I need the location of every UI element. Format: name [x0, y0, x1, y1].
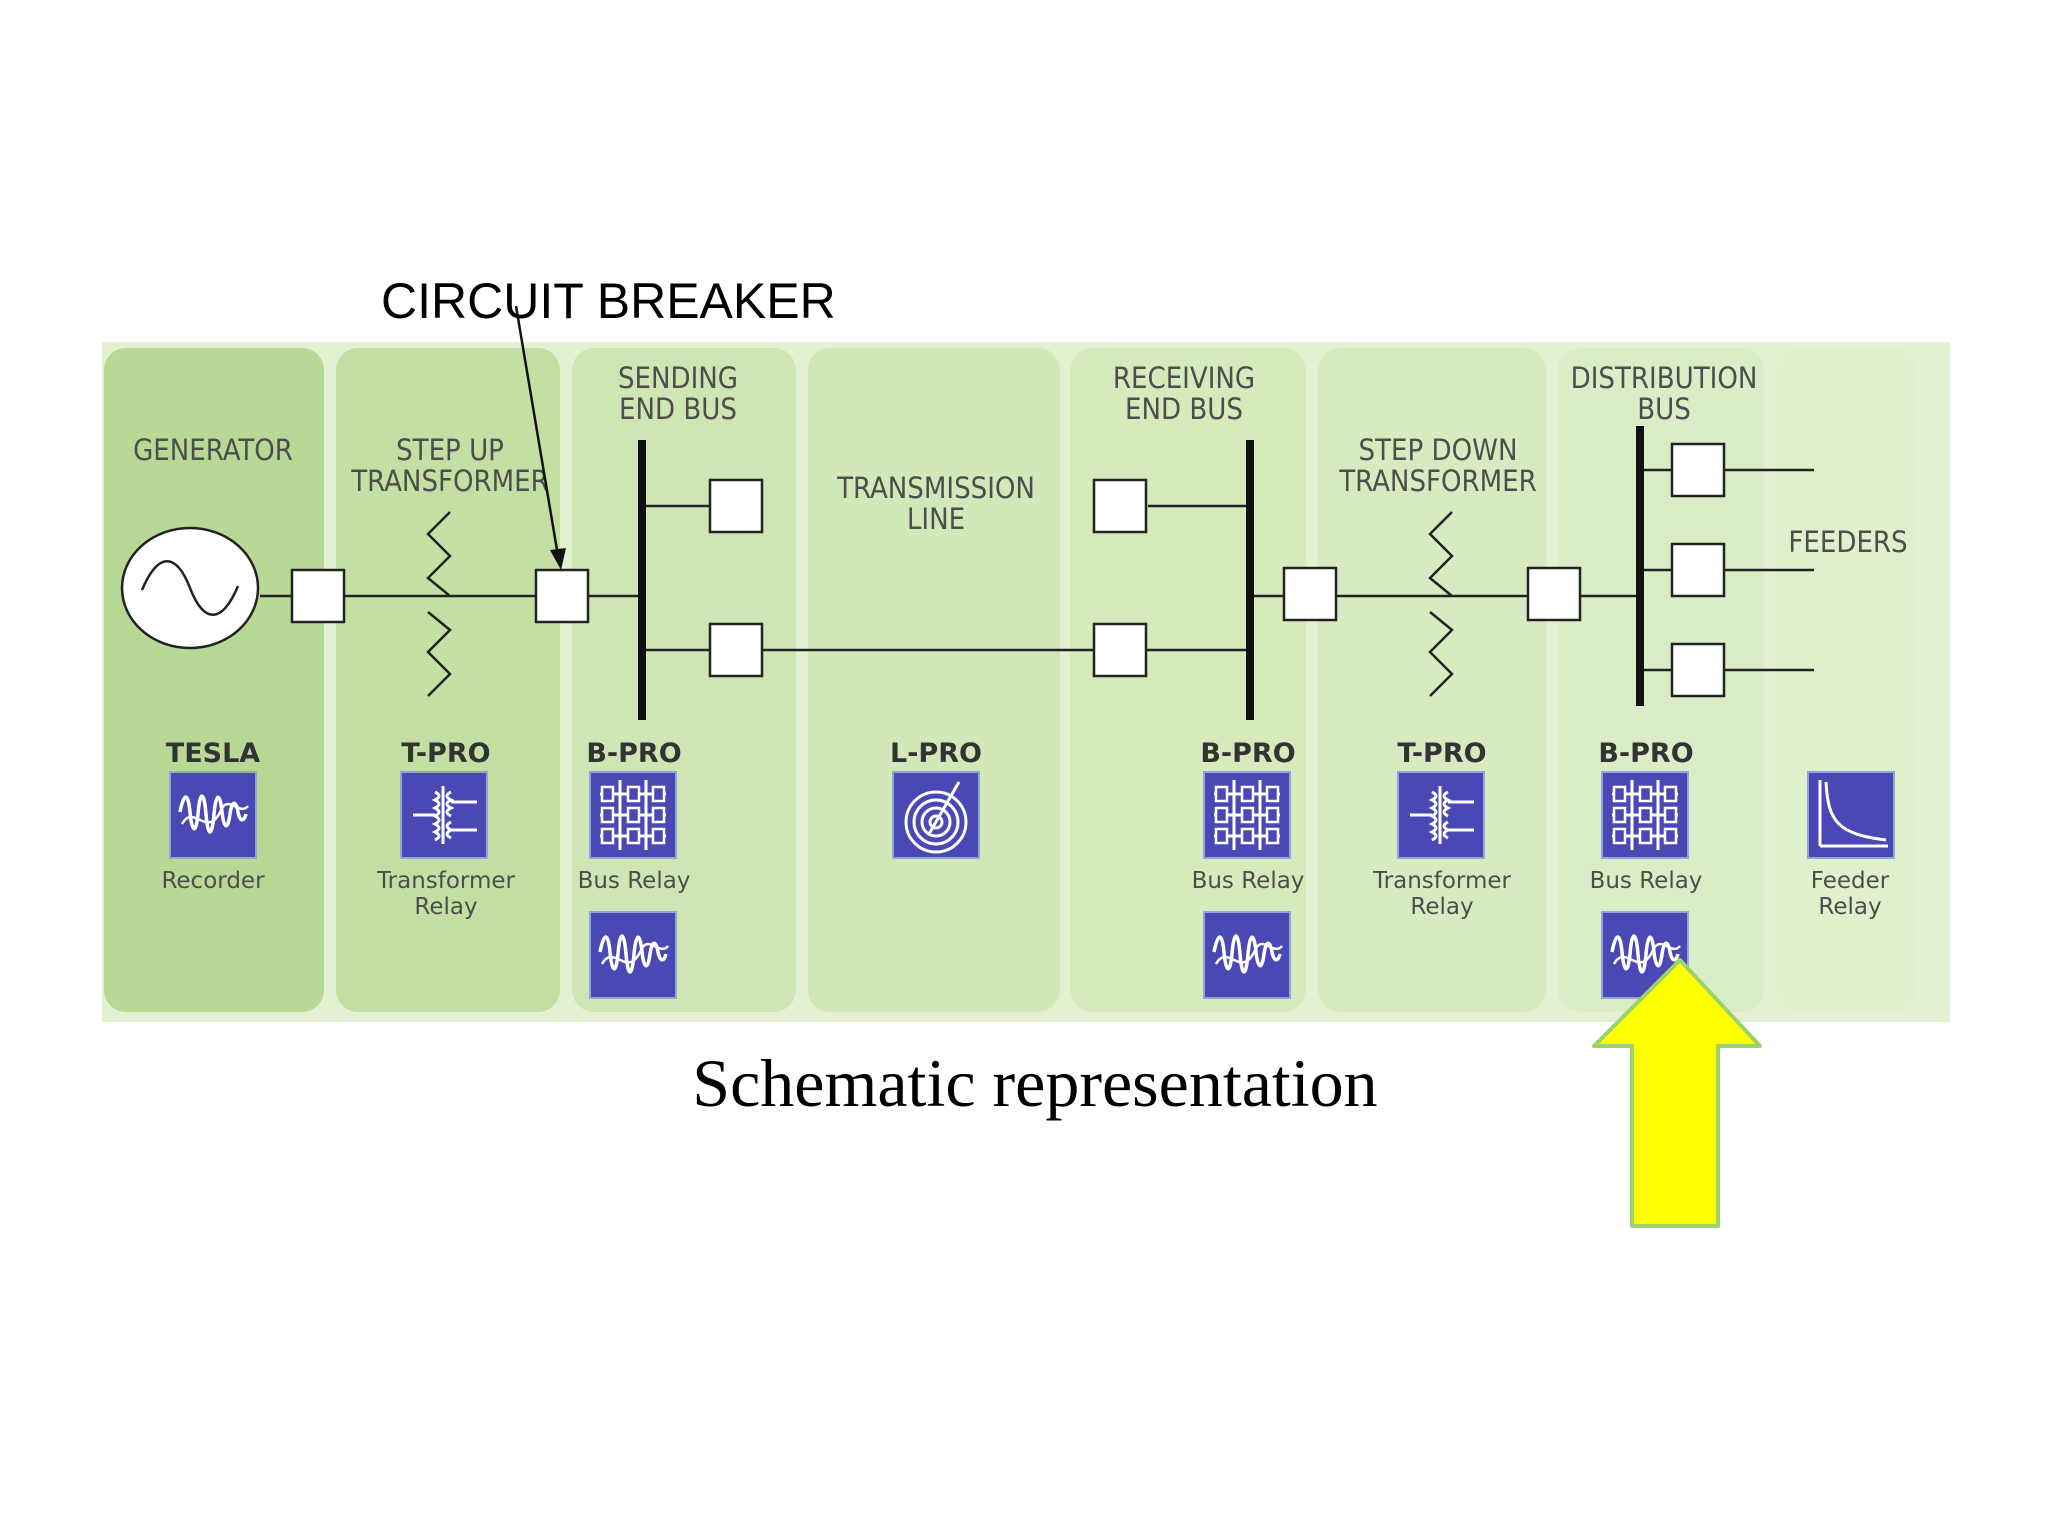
generator-symbol: [120, 526, 260, 650]
buses: [638, 426, 1644, 720]
breaker: [708, 622, 764, 678]
recorder-wave-icon: [1202, 910, 1292, 1000]
highlight-arrow: [1592, 958, 1762, 1228]
breaker: [1670, 642, 1726, 698]
product-name-tesla: TESLA: [166, 738, 261, 769]
sublabel-bpro-2: Bus Relay: [1192, 868, 1305, 894]
panel-transmission: [808, 348, 1060, 1012]
transformer-icon: [399, 770, 489, 860]
transformer-icon: [1396, 770, 1486, 860]
caption: Schematic representation: [692, 1045, 1377, 1121]
header-feeders: FEEDERS: [1788, 525, 1907, 559]
recorder-wave-icon: [168, 770, 258, 860]
product-name-tpro-1: T-PRO: [401, 738, 490, 769]
product-name-bpro-1: B-PRO: [586, 738, 681, 769]
receiving-bus: [1246, 440, 1254, 720]
breaker: [1092, 478, 1148, 534]
sublabel-bpro-1: Bus Relay: [578, 868, 691, 894]
product-name-bpro-3: B-PRO: [1598, 738, 1693, 769]
header-generator: GENERATOR: [133, 433, 293, 467]
breaker: [1282, 566, 1338, 622]
breaker: [1670, 442, 1726, 498]
step-up-transformer-symbol: [426, 511, 452, 697]
sending-bus: [638, 440, 646, 720]
recorder-wave-icon: [588, 910, 678, 1000]
panel-step-down: [1318, 348, 1546, 1012]
distribution-bus: [1636, 426, 1644, 706]
breaker: [708, 478, 764, 534]
product-name-tpro-2: T-PRO: [1397, 738, 1486, 769]
panel-generator: [104, 348, 324, 1012]
breaker: [290, 568, 346, 624]
callout-arrow: [514, 305, 566, 570]
sublabel-tesla: Recorder: [161, 868, 265, 894]
breaker: [534, 568, 590, 624]
product-name-bpro-2: B-PRO: [1200, 738, 1295, 769]
step-down-transformer-symbol: [1428, 511, 1454, 697]
bus-relay-icon: [588, 770, 678, 860]
bus-relay-icon: [1600, 770, 1690, 860]
product-name-lpro: L-PRO: [890, 738, 982, 769]
breaker: [1670, 542, 1726, 598]
line-relay-icon: [891, 770, 981, 860]
breaker: [1526, 566, 1582, 622]
breaker: [1092, 622, 1148, 678]
panel-step-up: [336, 348, 560, 1012]
product-names: TESLA T-PRO B-PRO L-PRO B-PRO T-PRO B-PR…: [166, 738, 1694, 769]
feeder-curve-icon: [1806, 770, 1896, 860]
circuit-breaker-callout: CIRCUIT BREAKER: [381, 273, 836, 329]
sublabel-bpro-3: Bus Relay: [1590, 868, 1703, 894]
bus-relay-icon: [1202, 770, 1292, 860]
